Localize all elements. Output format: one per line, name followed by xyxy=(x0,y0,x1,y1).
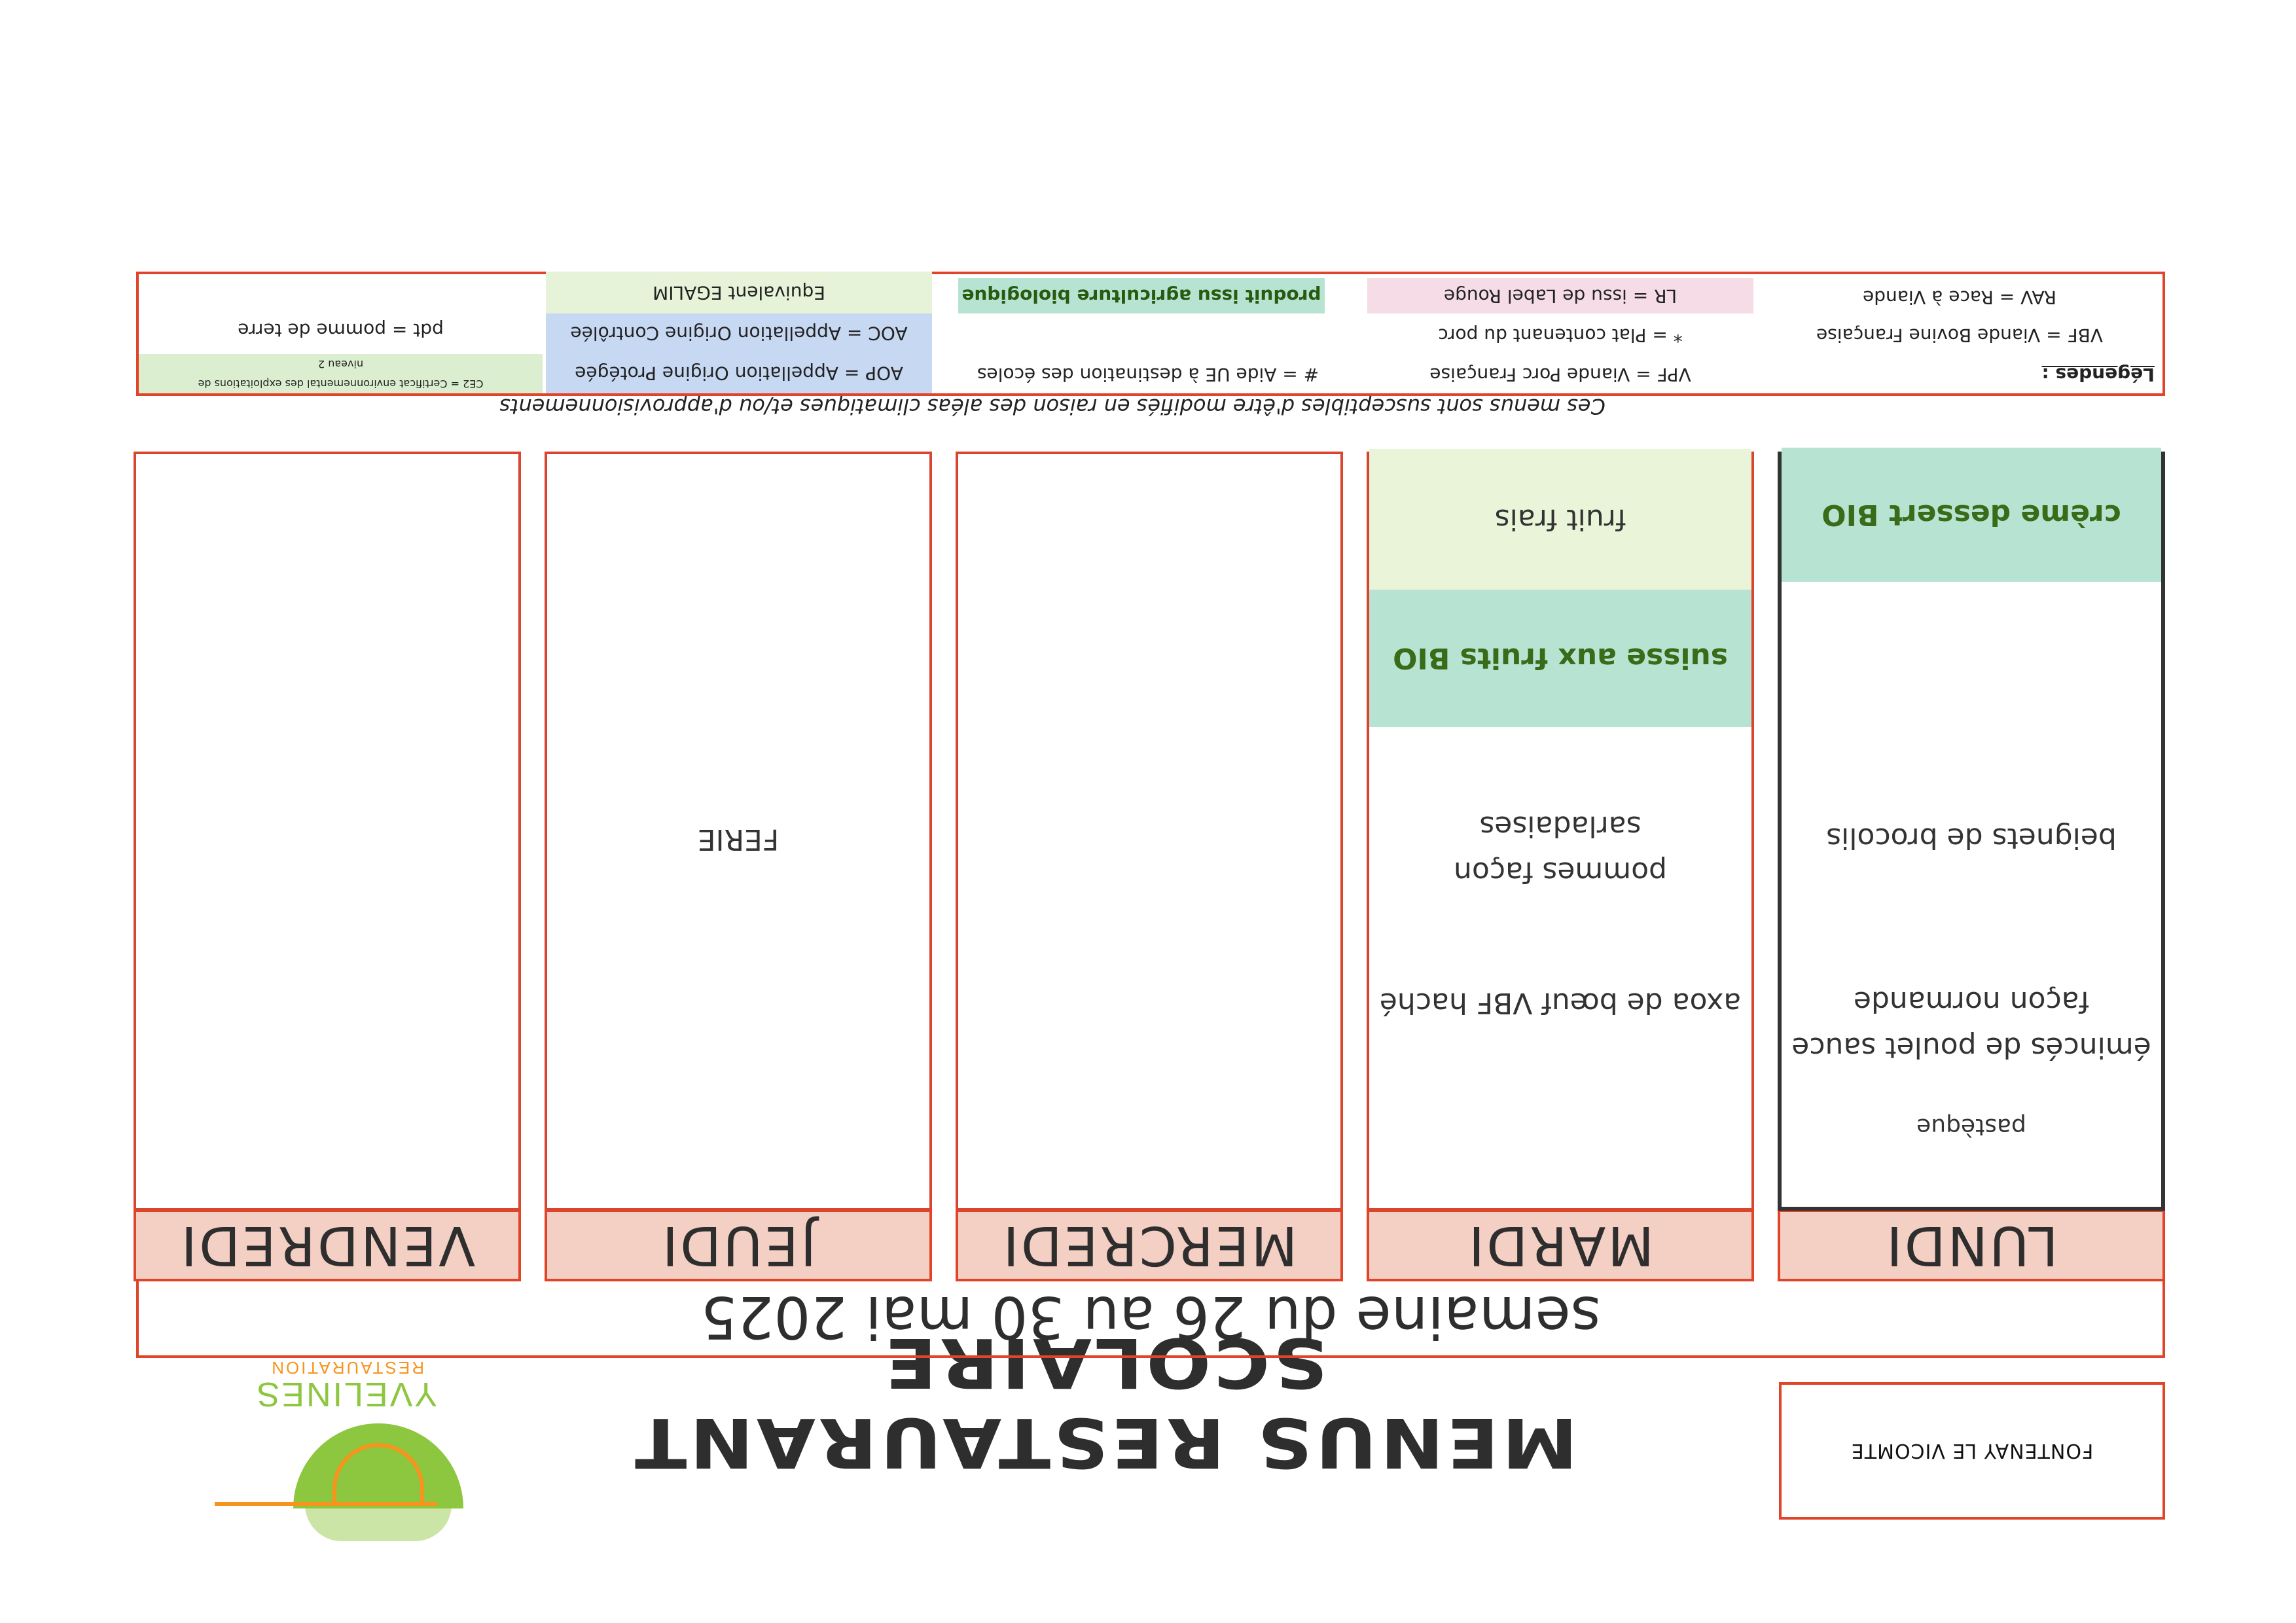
legend-rav: RAV = Race à Viande xyxy=(1863,287,2056,308)
dessert: fruit frais xyxy=(1369,449,1751,590)
legend-vbf: VBF = Viande Bovine Française xyxy=(1816,325,2104,346)
main-dish: axoa de bœuf VBF haché xyxy=(1379,986,1742,1020)
legend-pork: * = Plat contenant du porc xyxy=(1438,325,1683,346)
day-menu-mercredi xyxy=(956,452,1343,1211)
legend-aop: AOP = Appellation Origine Protégée xyxy=(546,353,932,393)
side-dish: beignets de brocolis xyxy=(1826,821,2117,855)
legend-column-2: VPF = Viande Porc Française * = Plat con… xyxy=(1367,274,1753,393)
school-name: FONTENAY LE VICOMTE xyxy=(1779,1382,2165,1520)
side-dish-line2: sarladaises xyxy=(1479,810,1641,843)
side-dish-line1: pommes façon xyxy=(1454,855,1668,889)
logo-name: YVELINES xyxy=(255,1375,437,1413)
day-menu-jeudi: FERIE xyxy=(545,452,932,1211)
logo-fork-line xyxy=(215,1502,437,1506)
legend-title: Légendes : xyxy=(2041,364,2155,385)
legend-bio: produit issu agriculture biologique xyxy=(958,278,1325,313)
day-header-jeudi: JEUDI xyxy=(545,1209,932,1281)
legend-column-3: # = Aide UE à destination des écoles pro… xyxy=(945,274,1351,393)
day-header-lundi: LUNDI xyxy=(1778,1209,2165,1281)
starter: pastèque xyxy=(1916,1113,2026,1140)
legend-ce2: CE2 = Certificat environnemental des exp… xyxy=(139,374,543,393)
dessert-bio: crème dessert BIO xyxy=(1782,448,2161,582)
logo-subtitle: RESTAURATION xyxy=(270,1358,424,1378)
day-menu-lundi: pastèque émincés de poulet sauce façon n… xyxy=(1778,448,2165,1211)
day-menu-vendredi xyxy=(134,452,521,1211)
dairy-bio: suisse aux fruits BIO xyxy=(1369,590,1751,727)
legend-column-4: AOP = Appellation Origine Protégée AOC =… xyxy=(546,272,932,393)
day-header-mercredi: MERCREDI xyxy=(956,1209,1343,1281)
disclaimer: Ces menus sont susceptibles d'être modif… xyxy=(499,394,1605,419)
legend-ce2-level: niveau 2 xyxy=(139,354,543,374)
day-menu-mardi: axoa de bœuf VBF haché pommes façon sarl… xyxy=(1367,449,1754,1211)
holiday-note: FERIE xyxy=(697,823,780,856)
legend-vpf: VPF = Viande Porc Française xyxy=(1429,364,1691,385)
legend-aoc: AOC = Appellation Origine Contrôlée xyxy=(546,313,932,353)
day-header-mardi: MARDI xyxy=(1367,1209,1754,1281)
legend: Légendes : VBF = Viande Bovine Française… xyxy=(136,272,2165,396)
main-dish-line1: émincés de poulet sauce xyxy=(1791,1031,2151,1064)
legend-column-5: CE2 = Certificat environnemental des exp… xyxy=(139,274,543,393)
legend-pdt: pdt = pomme de terre xyxy=(238,319,444,341)
legend-egalim: Equivalent EGALIM xyxy=(546,272,932,313)
yvelines-restauration-logo: YVELINES RESTAURATION xyxy=(188,1358,463,1541)
main-dish-line2: façon normande xyxy=(1853,985,2090,1018)
legend-label-rouge: LR = issu de Label Rouge xyxy=(1367,278,1753,313)
day-header-vendredi: VENDREDI xyxy=(134,1209,521,1281)
legend-aide-ue: # = Aide UE à destination des écoles xyxy=(977,364,1319,385)
legend-column-1: Légendes : VBF = Viande Bovine Française… xyxy=(1757,274,2162,393)
week-range: semaine du 26 au 30 mai 2025 xyxy=(136,1279,2165,1358)
logo-shape-top xyxy=(305,1505,452,1541)
